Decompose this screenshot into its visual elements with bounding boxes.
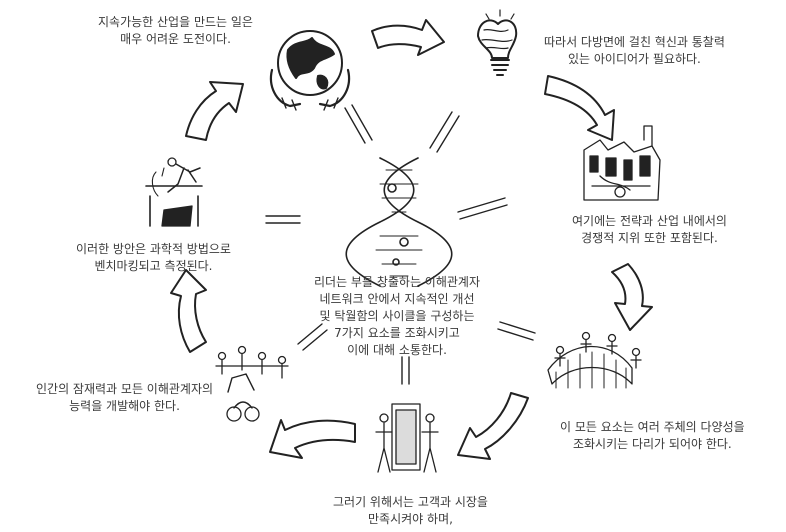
cycle-arrow-bridge-to-customers <box>457 392 529 460</box>
caption-line: 매우 어려운 도전이다. <box>120 32 231 46</box>
caption-line: 네트워크 안에서 지속적인 개선 <box>319 292 475 306</box>
caption-line: 리더는 부를 창출하는 이해관계자 <box>314 275 481 289</box>
caption-line: 있는 아이디어가 필요하다. <box>567 52 701 66</box>
caption-line: 그러기 위해서는 고객과 시장을 <box>333 495 488 509</box>
caption-line: 따라서 다방면에 걸친 혁신과 통찰력 <box>544 35 725 49</box>
caption-globe: 지속가능한 산업을 만드는 일은 매우 어려운 도전이다. <box>98 14 253 48</box>
caption-line: 인간의 잠재력과 모든 이해관계자의 <box>36 382 214 396</box>
industry-scene-icon <box>583 125 661 201</box>
cycle-arrow-industry-to-bridge <box>611 263 653 331</box>
cycle-arrow-customers-to-people <box>269 419 356 459</box>
cycle-arrow-highjump-to-globe <box>185 81 244 141</box>
cycle-arrow-bulb-to-industry <box>544 75 615 141</box>
caption-line: 및 탁월함의 사이클을 구성하는 <box>319 309 475 323</box>
high-jump-icon <box>145 157 203 227</box>
caption-center: 리더는 부를 창출하는 이해관계자 네트워크 안에서 지속적인 개선 및 탁월함… <box>314 274 480 359</box>
cycle-arrow-people-to-highjump <box>170 269 207 353</box>
caption-line: 여기에는 전략과 산업 내에서의 <box>572 214 727 228</box>
caption-people: 인간의 잠재력과 모든 이해관계자의 능력을 개발해야 한다. <box>36 381 213 415</box>
customers-market-icon <box>375 403 439 473</box>
caption-bulb: 따라서 다방면에 걸친 혁신과 통찰력 있는 아이디어가 필요하다. <box>544 34 725 68</box>
caption-line: 이러한 방안은 과학적 방법으로 <box>76 242 231 256</box>
caption-industry: 여기에는 전략과 산업 내에서의 경쟁적 지위 또한 포함된다. <box>572 213 727 247</box>
caption-line: 벤치마킹되고 측정된다. <box>94 259 213 273</box>
caption-line: 조화시키는 다리가 되어야 한다. <box>572 437 732 451</box>
caption-bridge: 이 모든 요소는 여러 주체의 다양성을 조화시키는 다리가 되어야 한다. <box>560 419 745 453</box>
caption-line: 만족시켜야 하며, <box>368 512 453 526</box>
people-network-icon <box>215 345 289 422</box>
caption-line: 능력을 개발해야 한다. <box>69 399 180 413</box>
caption-line: 지속가능한 산업을 만드는 일은 <box>98 15 253 29</box>
people-on-bridge-icon <box>547 331 642 389</box>
hands-holding-globe-icon <box>269 30 351 111</box>
dna-helix-icon <box>345 157 453 287</box>
cycle-arrow-globe-to-bulb <box>371 19 445 56</box>
lightbulb-icon <box>477 9 518 76</box>
caption-customers: 그러기 위해서는 고객과 시장을 만족시켜야 하며, <box>333 494 488 528</box>
caption-highjump: 이러한 방안은 과학적 방법으로 벤치마킹되고 측정된다. <box>76 241 231 275</box>
caption-line: 이에 대해 소통한다. <box>347 343 447 357</box>
caption-line: 이 모든 요소는 여러 주체의 다양성을 <box>560 420 745 434</box>
caption-line: 7가지 요소를 조화시키고 <box>334 326 460 340</box>
connector-lines <box>265 104 536 385</box>
caption-line: 경쟁적 지위 또한 포함된다. <box>581 231 718 245</box>
